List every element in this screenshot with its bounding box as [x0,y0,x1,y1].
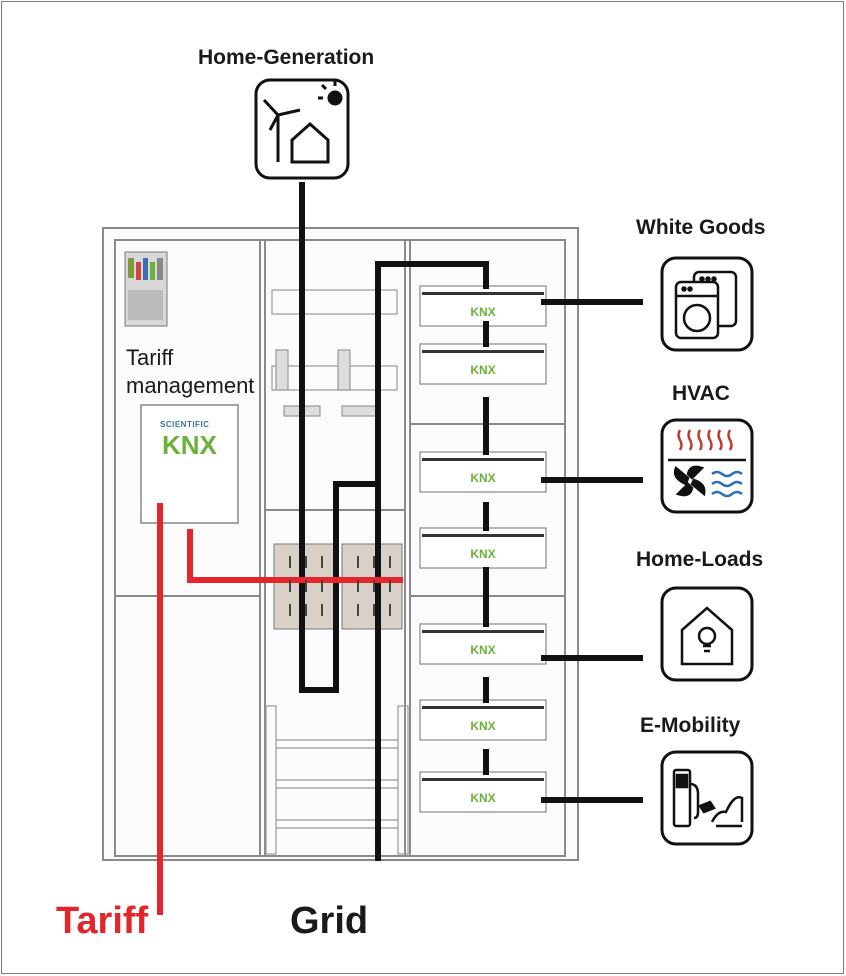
knx-actuator: KNX [419,771,547,813]
white-goods-device[interactable] [660,256,754,352]
hvac-device[interactable] [660,418,754,514]
ev-charger-icon [672,768,744,828]
house-lightbulb-icon [680,606,734,666]
e-mobility-device[interactable] [660,750,754,846]
knx-actuator-logo: KNX [470,471,495,485]
home-generation-device[interactable] [254,78,350,180]
white-goods-label: White Goods [636,216,766,239]
home-loads-label: Home-Loads [636,548,764,571]
knx-actuator-logo: KNX [470,547,495,561]
controller-module [124,251,168,327]
tariff-label: Tariff [56,900,149,942]
washing-machine-icon [674,270,738,340]
grid-label: Grid [290,900,369,942]
knx-scientific-logo: SCIENTIFIC KNX [150,420,230,468]
home-loads-device[interactable] [660,586,754,682]
knx-actuator-logo: KNX [470,305,495,319]
knx-actuator-logo: KNX [470,719,495,733]
knx-actuators: KNX KNX KNX KNX KNX KNX KNX [419,285,547,813]
home-generation-label: Home-Generation [198,46,375,69]
wind-turbine-sun-house-icon [262,81,343,164]
meter-marks [289,556,391,616]
e-mobility-label: E-Mobility [640,714,741,737]
knx-scientific-text: SCIENTIFIC [160,420,210,429]
heating-fan-water-icon [668,429,746,498]
knx-actuator: KNX [419,451,547,493]
knx-actuator: KNX [419,343,547,385]
bus-lines [299,182,643,861]
knx-actuator-logo: KNX [470,643,495,657]
tariff-lines [157,503,403,915]
tariff-management-label-line2: management [126,373,255,398]
knx-actuator: KNX [419,623,547,665]
knx-actuator: KNX [419,527,547,569]
cable-ducts [265,705,409,855]
knx-logo-text: KNX [162,430,217,460]
tariff-management-label-line1: Tariff [126,345,174,370]
knx-actuator: KNX [419,285,547,327]
knx-actuator-logo: KNX [470,791,495,805]
knx-actuator: KNX [419,699,547,741]
hvac-label: HVAC [672,382,730,405]
knx-actuator-logo: KNX [470,363,495,377]
